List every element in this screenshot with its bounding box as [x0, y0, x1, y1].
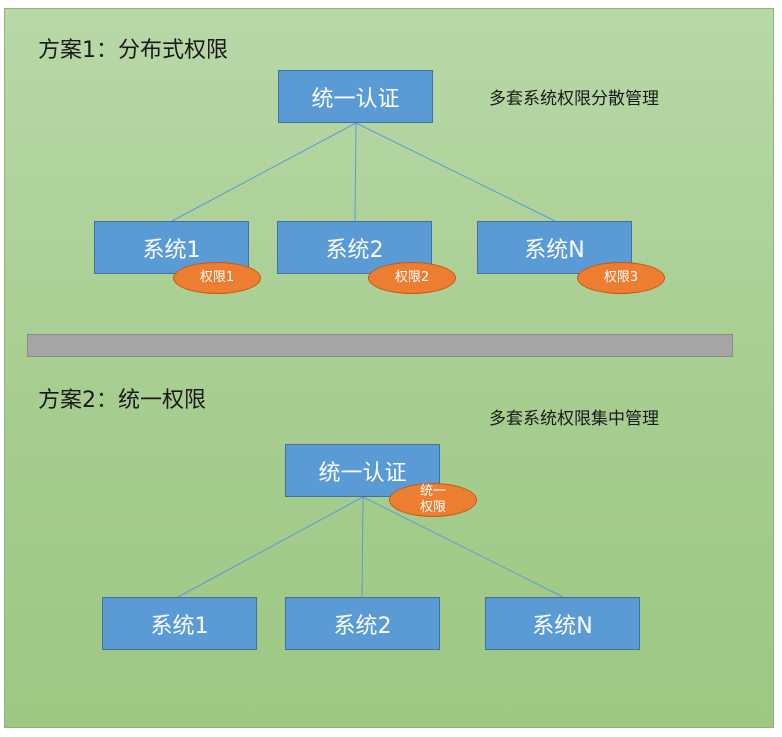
unified-permission-badge: 统一 权限 [389, 483, 477, 517]
unified-auth-node[interactable]: 统一认证 [278, 70, 433, 123]
scheme1-note: 多套系统权限分散管理 [489, 89, 659, 109]
badge-line: 权限 [419, 500, 446, 515]
scheme2-title: 方案2：统一权限 [38, 388, 206, 413]
unified-auth-node[interactable]: 统一认证 [285, 444, 440, 497]
scheme1-title: 方案1：分布式权限 [38, 38, 228, 63]
section-divider [27, 334, 733, 357]
permission-2-badge: 权限2 [368, 262, 456, 294]
badge-line: 统一 [419, 483, 446, 499]
permission-3-badge: 权限3 [577, 262, 665, 294]
system-n-node[interactable]: 系统N [485, 597, 640, 650]
scheme2-note: 多套系统权限集中管理 [489, 409, 659, 429]
system-1-node[interactable]: 系统1 [102, 597, 257, 650]
system-n-node[interactable]: 系统N [477, 221, 632, 274]
permission-1-badge: 权限1 [173, 262, 261, 294]
system-2-node[interactable]: 系统2 [285, 597, 440, 650]
